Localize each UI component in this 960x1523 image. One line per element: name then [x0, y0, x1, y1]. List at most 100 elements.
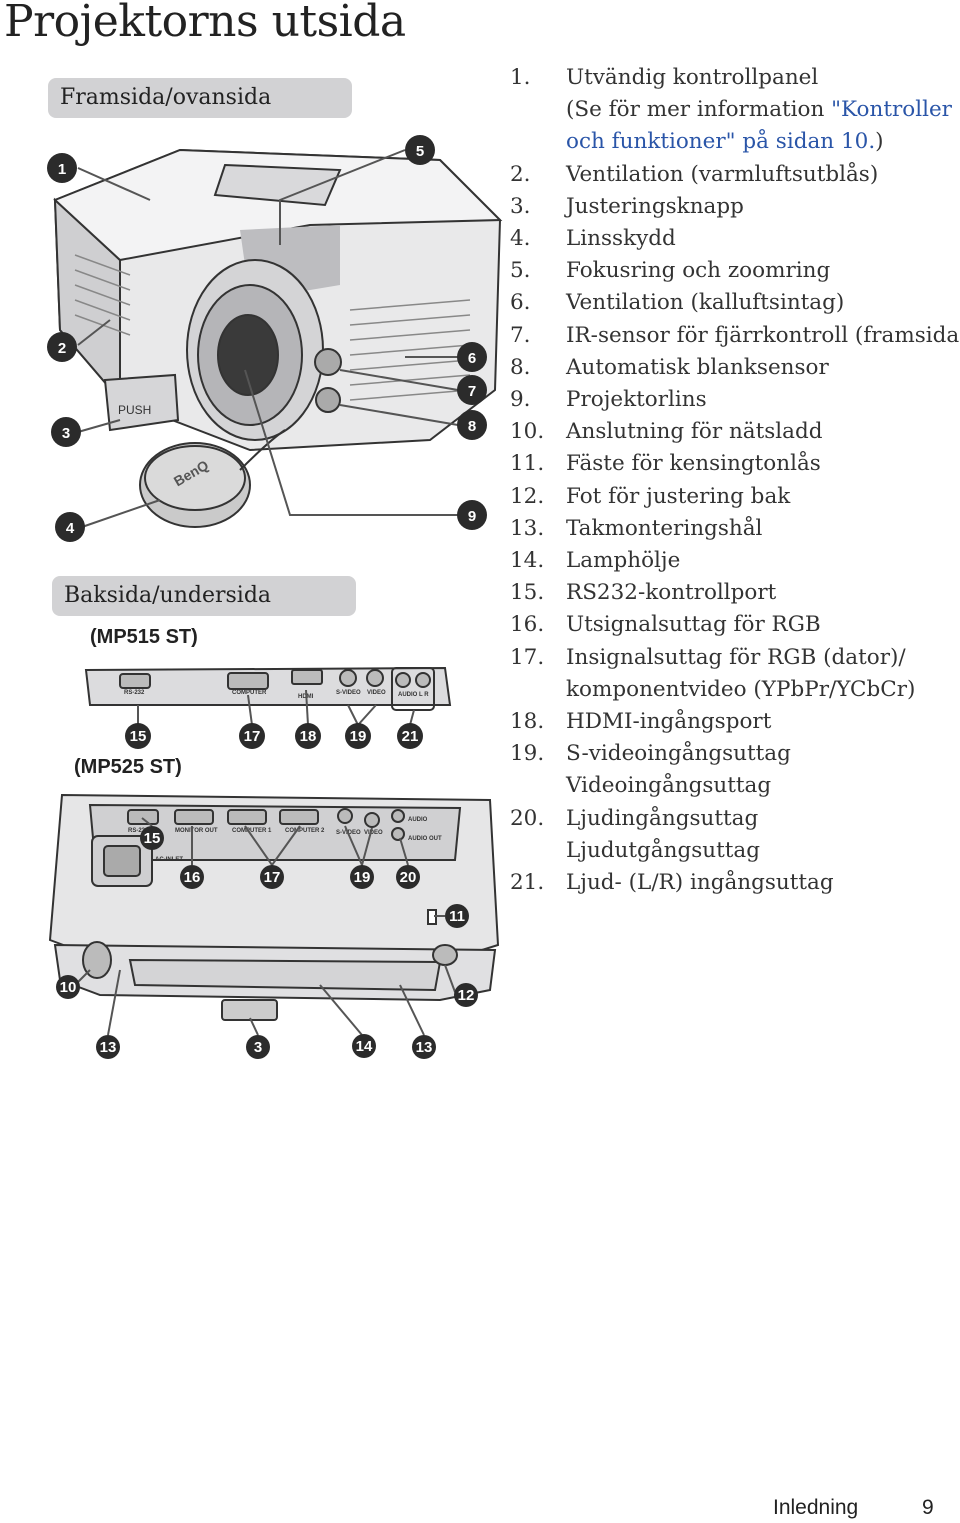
svg-text:19: 19 — [350, 728, 367, 745]
port-hdmi-mp515 — [291, 669, 323, 685]
svg-text:19: 19 — [354, 869, 371, 886]
svg-text:13: 13 — [416, 1039, 433, 1056]
list-item: 3.Justeringsknapp — [510, 193, 744, 219]
list-item-cont: och funktioner" på sidan 10.) — [566, 129, 884, 155]
list-item: 15.RS232-kontrollport — [510, 580, 777, 606]
list-item: 5.Fokusring och zoomring — [510, 258, 831, 284]
port-rs232-mp515 — [119, 673, 151, 689]
list-item: 4.Linsskydd — [510, 226, 676, 252]
port-svideo-mp515 — [339, 669, 357, 687]
svg-text:AUDIO: AUDIO — [408, 817, 428, 823]
svg-text:AUDIO L R: AUDIO L R — [398, 692, 429, 698]
mp515-leader-lines — [137, 689, 415, 727]
mp515-back-panel — [84, 666, 452, 711]
list-item-cont: Videoingångsuttag — [566, 773, 772, 799]
callout-15-mp525: 15 — [140, 826, 164, 850]
mp515-callouts: 15 17 18 19 21 — [125, 723, 423, 749]
callout-7: 7 — [457, 375, 487, 405]
model-label-mp515: (MP515 ST) — [90, 626, 198, 648]
list-item: 16.Utsignalsuttag för RGB — [510, 612, 821, 638]
list-item: 21.Ljud- (L/R) ingångsuttag — [510, 870, 834, 896]
callout-13-left: 13 — [96, 1035, 120, 1059]
callout-12: 12 — [454, 983, 478, 1007]
callout-11: 11 — [445, 904, 469, 928]
callout-14: 14 — [352, 1034, 376, 1058]
port-video-mp515 — [366, 669, 384, 687]
svg-text:RS-232: RS-232 — [124, 690, 145, 696]
svg-text:21: 21 — [402, 728, 419, 745]
list-item: 6.Ventilation (kalluftsintag) — [510, 290, 845, 316]
callout-20-mp525: 20 — [396, 865, 420, 889]
list-item: 19.S-videoingångsuttag — [510, 741, 791, 767]
svg-text:VIDEO: VIDEO — [364, 830, 383, 836]
link-controls[interactable]: "Kontroller — [831, 97, 952, 123]
svg-text:10: 10 — [60, 979, 77, 996]
callout-9: 9 — [457, 500, 487, 530]
svg-text:3: 3 — [62, 425, 70, 442]
page-title: Projektorns utsida — [4, 0, 406, 47]
list-item: 10.Anslutning för nätsladd — [510, 419, 823, 445]
callout-5: 5 — [405, 135, 435, 165]
svg-text:AUDIO OUT: AUDIO OUT — [408, 836, 442, 842]
list-item: 18.HDMI-ingångsport — [510, 709, 772, 735]
callout-13-right: 13 — [412, 1035, 436, 1059]
list-item: 11.Fäste för kensingtonlås — [510, 451, 821, 477]
svg-text:17: 17 — [264, 869, 281, 886]
list-item: 17.Insignalsuttag för RGB (dator)/ — [510, 644, 906, 670]
svg-text:18: 18 — [300, 728, 317, 745]
projector-front-drawing: PUSH BenQ — [53, 148, 503, 528]
section-back-heading: Baksida/undersida — [52, 576, 356, 616]
callout-17-mp515: 17 — [239, 723, 265, 749]
push-label: PUSH — [118, 403, 151, 417]
list-item: 20.Ljudingångsuttag — [510, 805, 759, 831]
svg-text:17: 17 — [244, 728, 261, 745]
callout-2: 2 — [47, 332, 77, 362]
callout-21-mp515: 21 — [397, 723, 423, 749]
section-front-heading: Framsida/ovansida — [48, 78, 352, 118]
callout-15-mp515: 15 — [125, 723, 151, 749]
callout-19-mp515: 19 — [345, 723, 371, 749]
svg-text:15: 15 — [144, 830, 161, 847]
svg-text:8: 8 — [468, 418, 476, 435]
callout-10: 10 — [56, 975, 80, 999]
list-item: 7.IR-sensor för fjärrkontroll (framsida) — [510, 322, 960, 348]
svg-text:RS-232: RS-232 — [128, 828, 149, 834]
mp525-callouts: 15 16 17 19 20 11 10 12 13 3 14 13 — [56, 826, 478, 1059]
callout-1: 1 — [47, 153, 77, 183]
svg-text:5: 5 — [416, 143, 424, 160]
svg-text:3: 3 — [254, 1039, 262, 1056]
svg-text:16: 16 — [184, 869, 201, 886]
list-item-cont: Ljudutgångsuttag — [566, 837, 760, 863]
svg-text:6: 6 — [468, 350, 476, 367]
list-item: 13.Takmonteringshål — [510, 515, 763, 541]
svg-text:S-VIDEO: S-VIDEO — [336, 690, 361, 696]
svg-text:1: 1 — [58, 161, 66, 178]
list-item-cont: komponentvideo (YPbPr/YCbCr) — [566, 676, 916, 702]
callout-3: 3 — [51, 417, 81, 447]
svg-text:12: 12 — [458, 987, 475, 1004]
list-item: 1.Utvändig kontrollpanel — [510, 65, 819, 90]
port-computer-mp515 — [227, 672, 269, 690]
svg-text:9: 9 — [468, 508, 476, 525]
link-controls-cont[interactable]: och funktioner" på sidan 10. — [566, 129, 876, 155]
svg-text:VIDEO: VIDEO — [367, 690, 386, 696]
svg-text:13: 13 — [100, 1039, 117, 1056]
callout-8: 8 — [457, 410, 487, 440]
callout-18-mp515: 18 — [295, 723, 321, 749]
list-item: 9.Projektorlins — [510, 387, 707, 413]
svg-text:COMPUTER 2: COMPUTER 2 — [285, 828, 325, 834]
list-item: 12.Fot för justering bak — [510, 483, 791, 509]
front-leader-lines — [77, 149, 459, 528]
list-item: 8.Automatisk blanksensor — [510, 354, 829, 380]
svg-text:COMPUTER: COMPUTER — [232, 690, 267, 696]
front-callouts: 1 2 3 4 5 6 7 8 9 — [47, 135, 487, 542]
parts-list: 1.Utvändig kontrollpanel (Se för mer inf… — [510, 62, 960, 899]
callout-16-mp525: 16 — [180, 865, 204, 889]
svg-text:2: 2 — [58, 340, 66, 357]
svg-text:14: 14 — [356, 1038, 373, 1055]
footer-section: Inledning — [773, 1496, 859, 1519]
svg-text:MONITOR OUT: MONITOR OUT — [175, 828, 218, 834]
footer-page-number: 9 — [922, 1496, 934, 1519]
svg-text:4: 4 — [66, 520, 75, 537]
